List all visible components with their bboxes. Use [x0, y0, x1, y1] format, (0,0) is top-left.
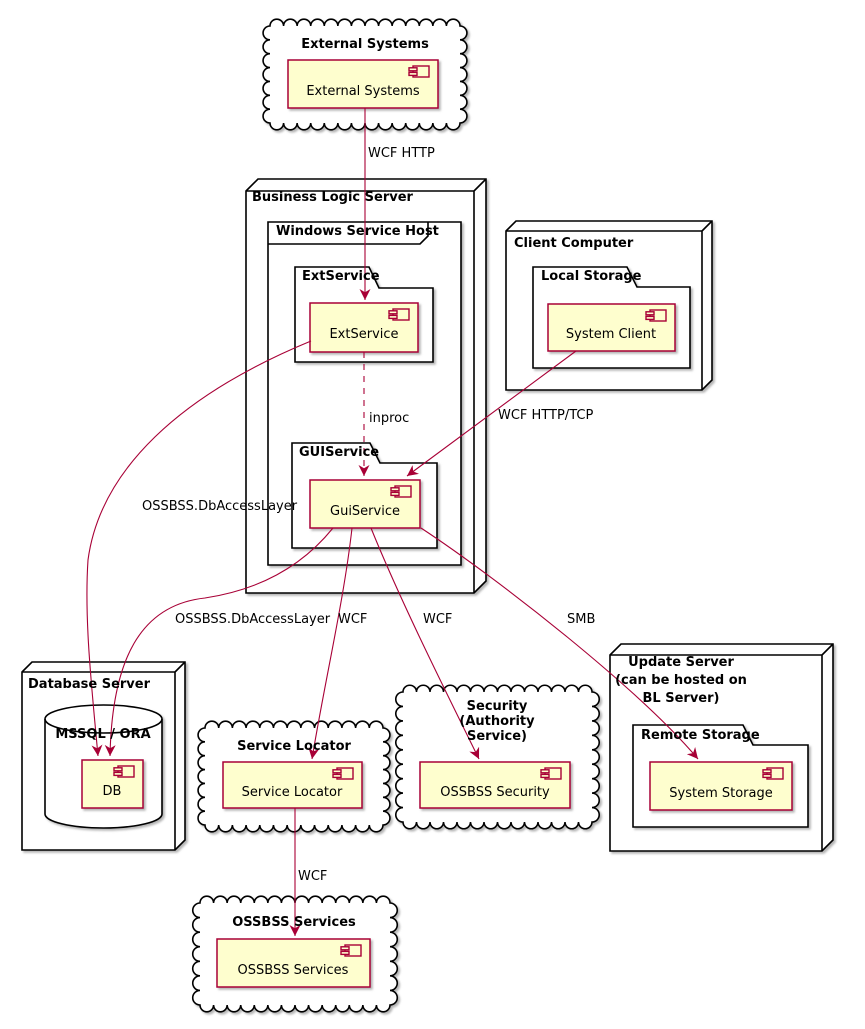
folder-title-extservice: ExtService	[302, 269, 380, 284]
edge-smb-to-storage	[420, 527, 699, 760]
component-icon	[332, 767, 354, 780]
edge-wcf-to-service-locator	[308, 527, 353, 760]
component-label-external-systems: External Systems	[306, 84, 420, 99]
component-icon	[762, 767, 784, 780]
cloud-title-security-line2: (Authority	[459, 714, 535, 729]
edge-wcf-to-security	[370, 527, 480, 760]
node-title-update-server-line1: Update Server	[628, 655, 734, 670]
cloud-title-security-line3: Service)	[467, 729, 527, 744]
component-icon	[390, 485, 412, 498]
component-label-service-locator: Service Locator	[241, 785, 343, 800]
edge-label-smb: SMB	[567, 612, 596, 627]
edge-dbaccess-from-extservice	[86, 340, 312, 757]
component-icon	[388, 308, 410, 321]
cloud-title-external-systems: External Systems	[301, 37, 429, 52]
frame-title-windows-service-host: Windows Service Host	[276, 224, 439, 239]
node-title-update-server-line2: (can be hosted on	[615, 673, 747, 688]
folder-title-guiservice: GUIService	[299, 445, 380, 460]
edge-label-dbaccess-from-extservice: OSSBSS.DbAccessLayer	[142, 499, 298, 514]
edge-label-dbaccess-from-guiservice: OSSBSS.DbAccessLayer	[175, 612, 331, 627]
component-label-ossbss-services: OSSBSS Services	[237, 963, 349, 978]
edge-label-wcf-http: WCF HTTP	[368, 146, 435, 161]
edge-label-wcf-to-security: WCF	[423, 612, 453, 627]
folder-title-remote-storage: Remote Storage	[641, 728, 760, 743]
cloud-title-security-line1: Security	[466, 699, 528, 714]
component-icon	[408, 65, 430, 78]
component-label-extservice: ExtService	[329, 327, 399, 342]
component-icon	[340, 944, 362, 957]
edge-label-wcf-http-tcp: WCF HTTP/TCP	[498, 408, 594, 423]
edge-dbaccess-from-guiservice	[104, 527, 334, 757]
node-title-update-server-line3: BL Server)	[642, 691, 720, 706]
folder-title-local-storage: Local Storage	[541, 269, 642, 284]
component-label-db: DB	[102, 784, 122, 799]
edge-label-inproc: inproc	[369, 411, 410, 426]
node-title-client-computer: Client Computer	[514, 236, 634, 251]
edge-label-wcf-to-service-locator: WCF	[338, 612, 368, 627]
component-label-system-storage: System Storage	[669, 786, 773, 801]
cloud-title-service-locator: Service Locator	[237, 739, 351, 754]
edge-wcf-http-tcp	[406, 350, 577, 477]
node-title-database-server: Database Server	[28, 677, 151, 692]
component-label-guiservice: GuiService	[330, 504, 400, 519]
database-title: MSSQL / ORA	[55, 727, 151, 742]
cloud-title-ossbss-services: OSSBSS Services	[232, 915, 356, 930]
edge-label-wcf-to-ossbss-services: WCF	[298, 869, 328, 884]
component-label-ossbss-security: OSSBSS Security	[440, 785, 550, 800]
component-label-system-client: System Client	[565, 327, 657, 342]
component-icon	[113, 765, 135, 778]
component-icon	[540, 767, 562, 780]
component-icon	[645, 309, 667, 322]
node-title-business-logic-server: Business Logic Server	[252, 190, 413, 205]
